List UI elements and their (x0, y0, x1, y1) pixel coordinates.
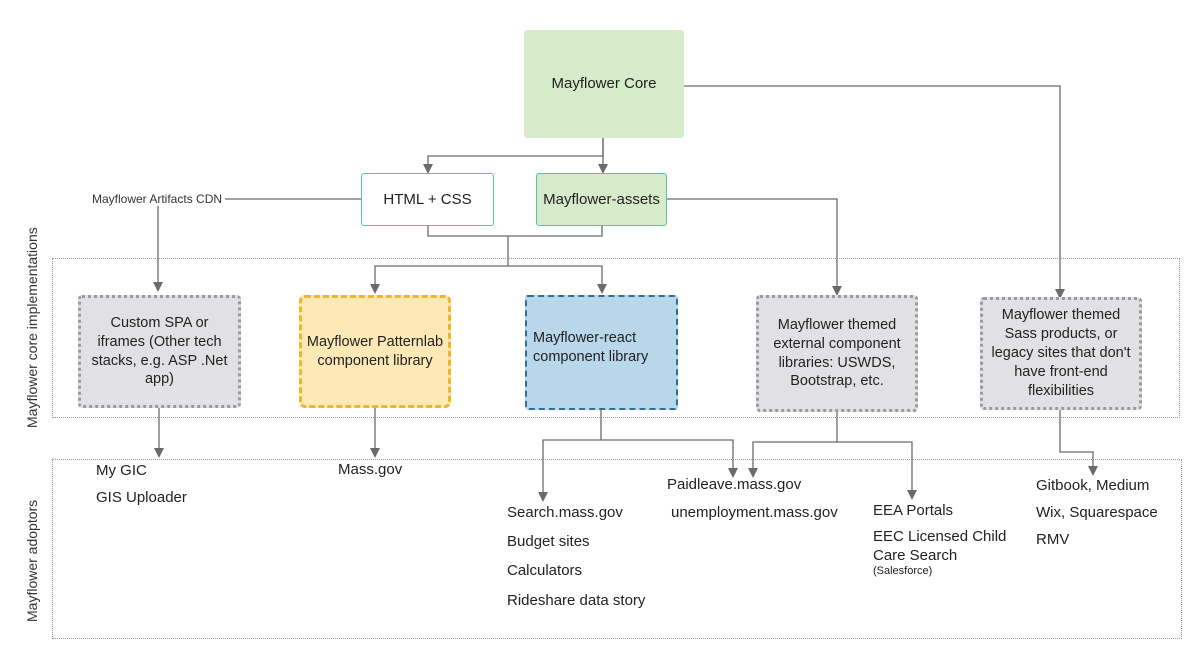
edge-react-fanout (538, 410, 602, 502)
adopter-gis-uploader: GIS Uploader (96, 489, 187, 506)
edge-external-to-eea (837, 441, 917, 500)
react-node: Mayflower-react component library (525, 295, 678, 410)
adopters-group (52, 459, 1182, 639)
external-libraries-label: Mayflower themed external component libr… (773, 316, 901, 390)
custom-spa-label: Custom SPA or iframes (Other tech stacks… (91, 314, 228, 388)
implementations-group (52, 258, 1180, 418)
html-css-label: HTML + CSS (383, 190, 472, 208)
adopter-salesforce-note: (Salesforce) (873, 565, 933, 577)
edge-assets-to-external (667, 198, 842, 296)
adopter-eea-portals: EEA Portals (873, 502, 954, 519)
adopter-unemployment: unemployment.mass.gov (671, 504, 838, 521)
edge-react-to-paidleave (601, 439, 738, 478)
edge-core-to-html-css (423, 138, 604, 174)
mayflower-core-label: Mayflower Core (551, 75, 657, 93)
mayflower-core-node: Mayflower Core (524, 30, 684, 138)
adopter-search-mass-gov: Search.mass.gov (507, 504, 623, 521)
mayflower-assets-label: Mayflower-assets (543, 190, 660, 208)
sass-products-label: Mayflower themed Sass products, or legac… (991, 307, 1131, 399)
implementations-group-label: Mayflower core implementations (24, 227, 40, 428)
adopter-paidleave: Paidleave.mass.gov (667, 476, 802, 493)
adopter-wix: Wix, Squarespace (1036, 504, 1158, 521)
adopter-calculators: Calculators (507, 562, 583, 579)
patternlab-node: Mayflower Patternlab component library (299, 295, 451, 408)
edge-sass-to-adopters (1059, 410, 1098, 476)
external-libraries-node: Mayflower themed external component libr… (756, 295, 918, 412)
mayflower-assets-node: Mayflower-assets (536, 173, 667, 226)
adopters-group-label: Mayflower adoptors (24, 499, 40, 622)
adopter-rmv: RMV (1036, 531, 1070, 548)
edge-to-patternlab (370, 265, 508, 294)
adopter-mass-gov: Mass.gov (338, 461, 403, 478)
patternlab-label: Mayflower Patternlab component library (306, 333, 444, 369)
edge-core-to-sass (684, 85, 1065, 299)
edge-merge-html-assets (427, 226, 603, 266)
adopter-rideshare: Rideshare data story (507, 592, 646, 609)
adopter-budget-sites: Budget sites (507, 533, 590, 550)
react-label: Mayflower-react component library (533, 330, 649, 365)
edge-to-react (508, 265, 607, 294)
cdn-edge-label: Mayflower Artifacts CDN (90, 192, 225, 206)
sass-products-node: Mayflower themed Sass products, or legac… (980, 297, 1142, 410)
custom-spa-node: Custom SPA or iframes (Other tech stacks… (78, 295, 241, 408)
adopter-my-gic: My GIC (96, 462, 147, 479)
html-css-node: HTML + CSS (361, 173, 494, 226)
adopter-gitbook: Gitbook, Medium (1036, 477, 1150, 494)
adopter-eec-child-care: EEC Licensed Child Care Search (873, 528, 1007, 564)
